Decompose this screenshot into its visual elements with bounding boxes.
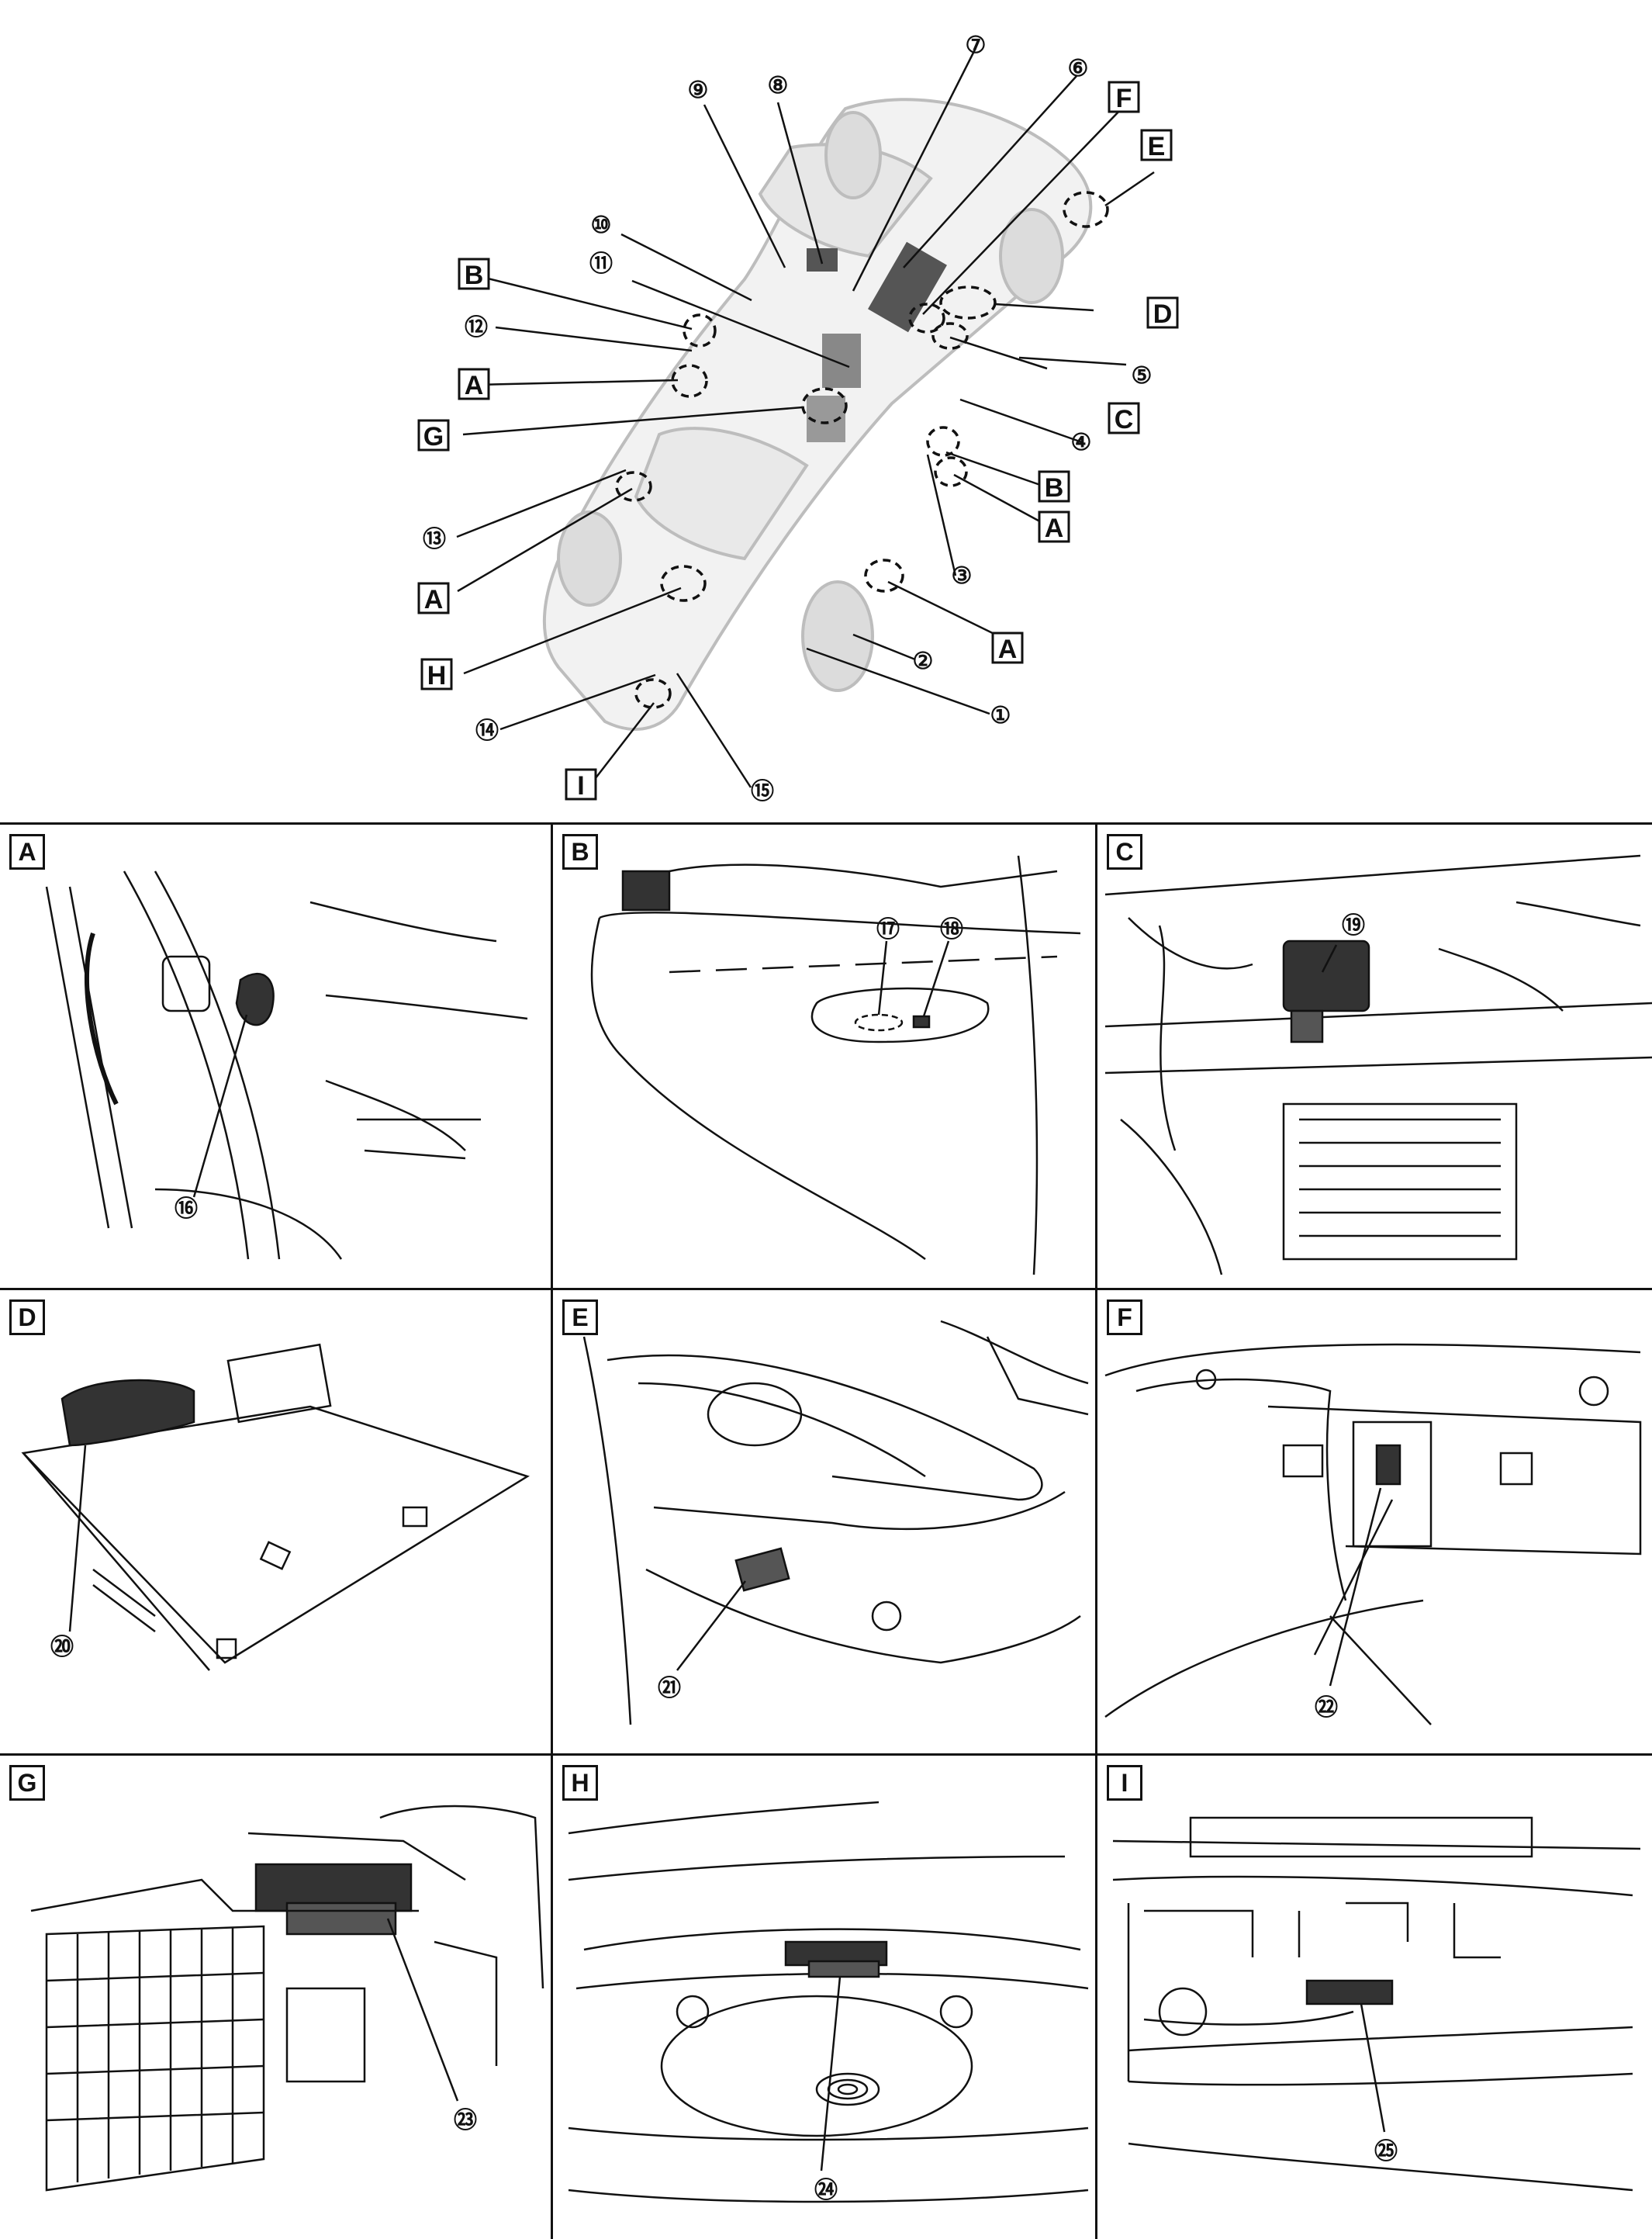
callout-7: ⑦ [966,33,987,58]
grid-line-row2 [0,1288,1652,1290]
callout-24: ㉔ [814,2178,838,2203]
callout-6: ⑥ [1068,56,1089,81]
leader-lines [456,47,1155,788]
callout-19: ⑲ [1342,913,1365,939]
panel-g: G ㉓ [0,1756,551,2239]
panel-h: H ㉔ [553,1756,1095,2239]
letter-A-right-2: A [998,635,1018,664]
panel-f-label: F [1107,1299,1142,1335]
panel-a: A ⑯ [0,825,551,1288]
overview-diagram: ⑦ ⑨ ⑧ ⑥ ⑩ ⑪ ⑫ ⑤ ④ ③ ⑬ ② ① ⑭ ⑮ F E D C B [417,33,1179,805]
panel-c-drawing [1104,854,1652,1275]
panel-g-callouts: ㉓ [454,2108,477,2133]
panel-e: E ㉑ [553,1290,1095,1753]
callout-5: ⑤ [1132,363,1153,389]
letter-B-left: B [465,261,484,290]
panel-d-callouts: ⑳ [50,1635,74,1660]
callout-23: ㉓ [454,2108,477,2133]
callout-16: ⑯ [175,1196,198,1222]
callout-15: ⑮ [751,779,774,805]
callout-3: ③ [952,563,973,589]
panel-i-drawing [1112,1816,1641,2192]
panel-h-callouts: ㉔ [814,2178,838,2203]
callout-9: ⑨ [688,78,709,103]
grid-line-top [0,822,1652,825]
panel-i-callouts: ㉕ [1374,2139,1398,2165]
callout-17: ⑰ [876,917,900,943]
panel-b-callouts: ⑰ ⑱ [876,917,963,943]
letter-A-right-1: A [1045,514,1064,543]
panel-a-drawing [45,870,528,1260]
panel-b-drawing [590,855,1081,1275]
panel-g-drawing [30,1805,544,2192]
panel-i: I ㉕ [1097,1756,1652,2239]
callout-1: ① [990,703,1011,728]
callout-11: ⑪ [589,251,613,277]
panel-h-label: H [562,1765,598,1801]
letter-A-left-1: A [465,371,484,400]
letter-H: H [427,661,447,690]
overview-callouts: ⑦ ⑨ ⑧ ⑥ ⑩ ⑪ ⑫ ⑤ ④ ③ ⑬ ② ① ⑭ ⑮ [423,33,1152,805]
letter-G: G [423,422,444,452]
panel-g-label: G [9,1765,45,1801]
panel-c: C ⑲ [1097,825,1652,1288]
callout-18: ⑱ [940,917,963,943]
letter-F: F [1116,84,1132,113]
grid-line-row3 [0,1753,1652,1756]
panel-h-drawing [568,1801,1089,2203]
overview-letters: F E D C B B A A A A G H I [423,84,1173,801]
panel-d-drawing [21,1343,530,1671]
letter-I: I [577,771,584,801]
panel-e-drawing [582,1320,1089,1725]
panel-e-label: E [562,1299,598,1335]
panel-c-callouts: ⑲ [1342,913,1365,939]
panel-f-drawing [1104,1343,1642,1725]
callout-10: ⑩ [591,213,612,238]
callout-25: ㉕ [1374,2139,1398,2165]
callout-2: ② [913,649,934,674]
panel-f: F ㉒ [1097,1290,1652,1753]
callout-20: ⑳ [50,1635,74,1660]
callout-12: ⑫ [465,315,488,341]
callout-8: ⑧ [768,73,789,99]
grid-line-col1 [551,824,553,2239]
callout-21: ㉑ [658,1676,681,1701]
callout-14: ⑭ [475,718,499,744]
panel-b-label: B [562,834,598,870]
letter-D: D [1153,299,1173,329]
panel-b: B ⑰ ⑱ [553,825,1095,1288]
letter-E: E [1148,132,1166,161]
panel-a-label: A [9,834,45,870]
panel-f-callouts: ㉒ [1315,1695,1338,1721]
callout-13: ⑬ [423,527,446,552]
panel-d-label: D [9,1299,45,1335]
grid-line-col2 [1095,824,1097,2239]
panel-d: D ⑳ [0,1290,551,1753]
panel-e-callouts: ㉑ [658,1676,681,1701]
callout-4: ④ [1071,430,1092,455]
panel-c-label: C [1107,834,1142,870]
panel-i-label: I [1107,1765,1142,1801]
overview-letter-boxes [417,81,1179,801]
callout-22: ㉒ [1315,1695,1338,1721]
letter-A-left-2: A [424,585,444,614]
letter-C: C [1115,405,1134,434]
location-circles [615,191,1109,709]
letter-B-right: B [1045,473,1064,503]
panel-a-callouts: ⑯ [175,1196,198,1222]
